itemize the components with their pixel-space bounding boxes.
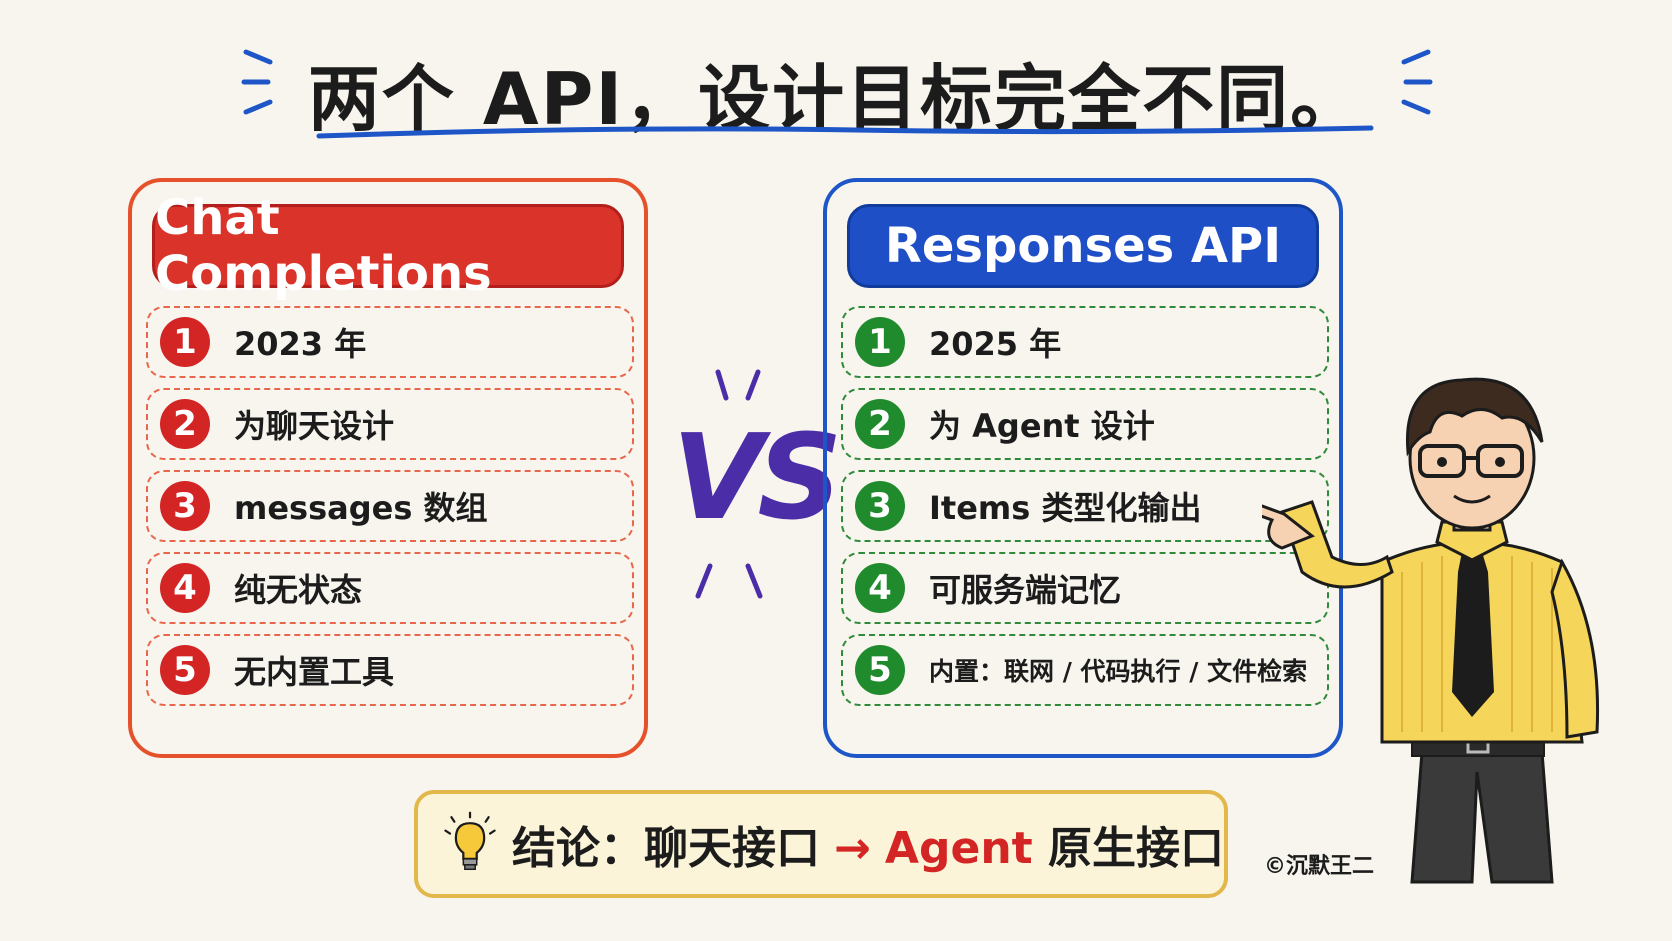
lightbulb-icon — [444, 811, 496, 871]
right-item-3: 3 Items 类型化输出 — [841, 470, 1329, 542]
right-item-1-number: 1 — [855, 317, 905, 367]
title-underline — [316, 125, 1374, 139]
left-item-3-text: messages 数组 — [234, 489, 488, 527]
right-item-5: 5 内置：联网 / 代码执行 / 文件检索 — [841, 634, 1329, 706]
right-item-4-text: 可服务端记忆 — [929, 571, 1122, 609]
right-item-4: 4 可服务端记忆 — [841, 552, 1329, 624]
right-item-3-text: Items 类型化输出 — [929, 489, 1202, 527]
left-item-1-number: 1 — [160, 317, 210, 367]
page-title: 两个 API，设计目标完全不同。 — [307, 57, 1365, 141]
right-item-1: 1 2025 年 — [841, 306, 1329, 378]
chat-completions-panel: Chat Completions 1 2023 年 2 为聊天设计 3 mess… — [128, 178, 648, 758]
credit-label: ©沉默王二 — [1264, 854, 1375, 879]
right-item-2: 2 为 Agent 设计 — [841, 388, 1329, 460]
right-item-5-text: 内置：联网 / 代码执行 / 文件检索 — [929, 657, 1308, 686]
left-item-5-number: 5 — [160, 645, 210, 695]
right-item-4-number: 4 — [855, 563, 905, 613]
chat-completions-header: Chat Completions — [152, 190, 624, 302]
vs-spark-bottom-icon — [695, 563, 763, 599]
right-item-3-number: 3 — [855, 481, 905, 531]
title-spark-right-icon — [1401, 49, 1433, 115]
arrow-right-icon: → — [834, 823, 871, 874]
left-item-3: 3 messages 数组 — [146, 470, 634, 542]
conclusion-prefix: 结论：聊天接口 — [512, 823, 821, 874]
presenter-illustration — [1262, 377, 1600, 884]
right-item-5-number: 5 — [855, 645, 905, 695]
left-item-2-text: 为聊天设计 — [234, 407, 395, 445]
conclusion-agent: Agent — [884, 823, 1033, 874]
left-item-2: 2 为聊天设计 — [146, 388, 634, 460]
left-item-5: 5 无内置工具 — [146, 634, 634, 706]
right-item-2-number: 2 — [855, 399, 905, 449]
right-item-2-text: 为 Agent 设计 — [929, 407, 1155, 445]
left-item-1: 1 2023 年 — [146, 306, 634, 378]
left-item-3-number: 3 — [160, 481, 210, 531]
vs-label: VS — [672, 408, 842, 546]
responses-api-panel: Responses API 1 2025 年 2 为 Agent 设计 3 It… — [823, 178, 1343, 758]
left-item-2-number: 2 — [160, 399, 210, 449]
conclusion-text: 结论：聊天接口 → Agent 原生接口 — [512, 812, 1224, 876]
conclusion-box: 结论：聊天接口 → Agent 原生接口 — [414, 790, 1228, 898]
right-item-1-text: 2025 年 — [929, 325, 1062, 363]
left-item-4: 4 纯无状态 — [146, 552, 634, 624]
conclusion-suffix: 原生接口 — [1048, 823, 1224, 874]
responses-api-header: Responses API — [847, 204, 1319, 288]
left-item-1-text: 2023 年 — [234, 325, 367, 363]
title-spark-left-icon — [241, 49, 273, 115]
left-item-5-text: 无内置工具 — [234, 653, 395, 691]
vs-spark-top-icon — [715, 369, 761, 401]
left-item-4-number: 4 — [160, 563, 210, 613]
left-item-4-text: 纯无状态 — [234, 571, 363, 609]
